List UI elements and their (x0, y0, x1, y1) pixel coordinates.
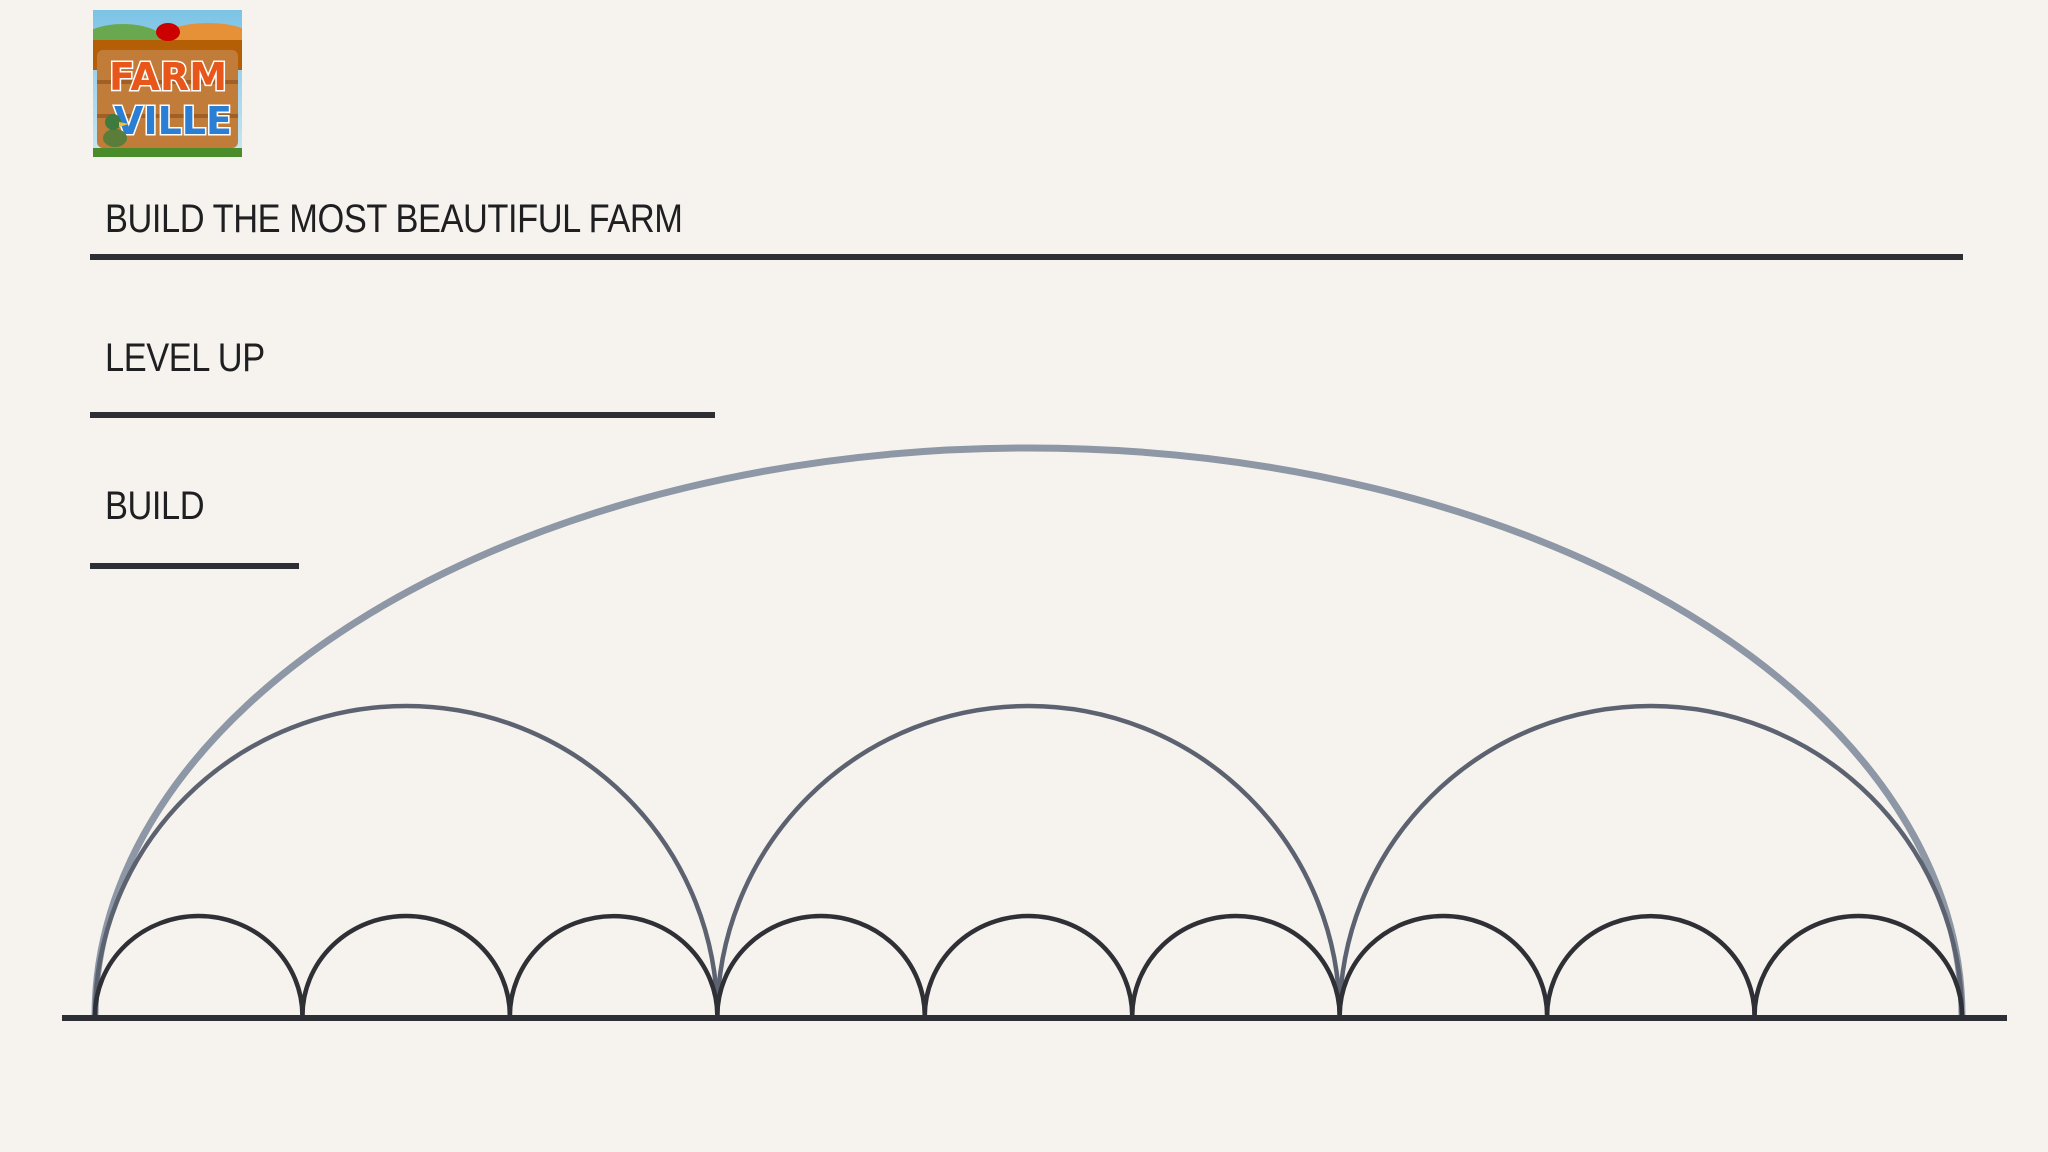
item-underline-level-up (90, 412, 715, 418)
small-arc (1544, 913, 1757, 1017)
medium-arc (715, 703, 1342, 1017)
small-arc (1752, 914, 1965, 1017)
medium-arc (1340, 706, 1962, 1016)
item-underline-beautiful-farm (90, 254, 1963, 260)
large-arc (91, 444, 1966, 1017)
logo-word-farm: FARM (109, 55, 227, 99)
farmville-logo-image: FARM VILLE (93, 10, 242, 157)
item-label-beautiful-farm: BUILD THE MOST BEAUTIFUL FARM (105, 197, 683, 241)
small-arc (1129, 913, 1342, 1017)
logo-word-ville: VILLE (114, 99, 232, 143)
small-arc (1337, 914, 1550, 1017)
small-arc (507, 913, 720, 1017)
farmville-logo: FARM VILLE (93, 10, 242, 157)
small-arc (715, 913, 928, 1017)
arc-group (91, 444, 1966, 1017)
medium-arc (92, 704, 720, 1017)
item-underline-build (90, 563, 299, 569)
small-arc (92, 913, 305, 1017)
item-label-build: BUILD (105, 484, 205, 528)
small-arc (922, 914, 1135, 1017)
small-arc (300, 913, 513, 1017)
item-label-level-up: LEVEL UP (105, 336, 265, 380)
